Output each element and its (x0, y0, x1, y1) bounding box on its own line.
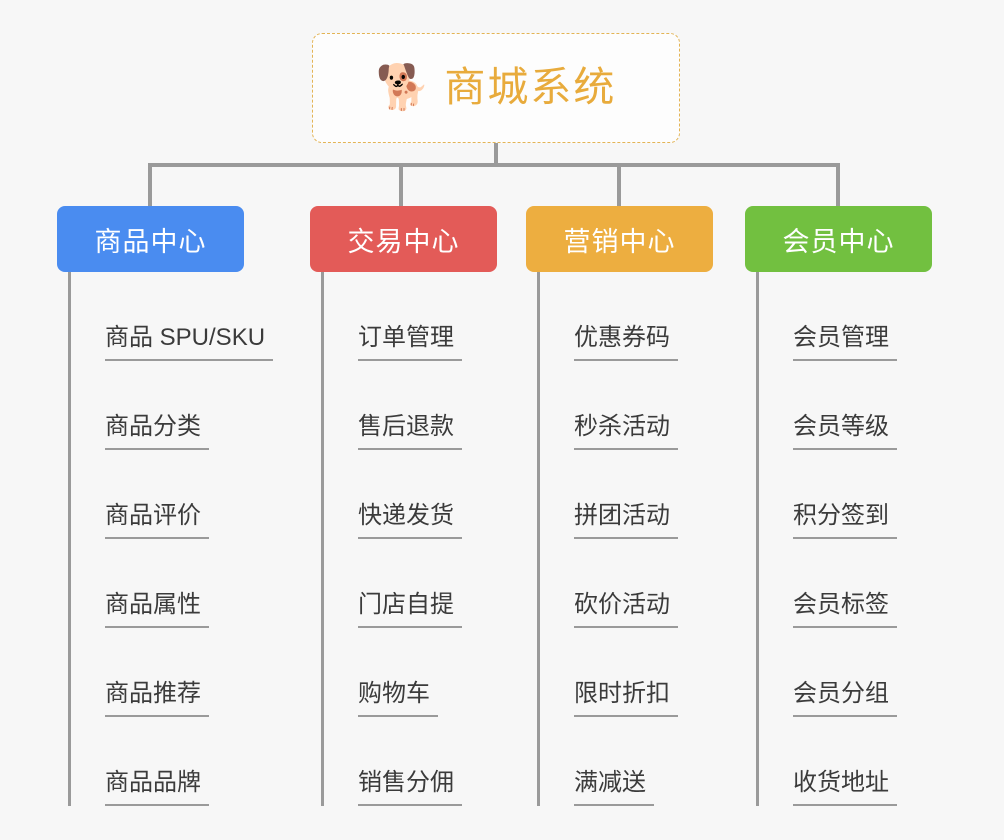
leaf-item[interactable]: 拼团活动 (540, 450, 678, 539)
leaf-label: 订单管理 (358, 323, 462, 361)
category-box-1[interactable]: 交易中心 (310, 206, 497, 272)
category-node-3[interactable]: 会员中心 (745, 206, 932, 272)
leaf-label: 会员等级 (793, 412, 897, 450)
leaf-label: 商品属性 (105, 590, 209, 628)
leaf-item[interactable]: 积分签到 (759, 450, 897, 539)
leaf-item[interactable]: 收货地址 (759, 717, 897, 806)
leaf-list-1: 订单管理 售后退款 快递发货 门店自提 购物车 销售分佣 (321, 272, 462, 806)
leaf-item[interactable]: 砍价活动 (540, 539, 678, 628)
category-box-3[interactable]: 会员中心 (745, 206, 932, 272)
leaf-item[interactable]: 商品分类 (71, 361, 273, 450)
leaf-item[interactable]: 会员管理 (759, 272, 897, 361)
root-node[interactable]: 🐕 商城系统 (312, 33, 680, 143)
leaf-label: 购物车 (358, 679, 438, 717)
leaf-list-0: 商品 SPU/SKU 商品分类 商品评价 商品属性 商品推荐 商品品牌 (68, 272, 274, 806)
leaf-item[interactable]: 会员分组 (759, 628, 897, 717)
leaf-list-2: 优惠券码 秒杀活动 拼团活动 砍价活动 限时折扣 满减送 (537, 272, 678, 806)
root-title: 商城系统 (444, 64, 617, 111)
leaf-label: 积分签到 (793, 501, 897, 539)
leaf-label: 快递发货 (358, 501, 462, 539)
leaf-label: 会员标签 (793, 590, 897, 628)
connector-drop-2 (617, 163, 621, 208)
leaf-item[interactable]: 商品评价 (71, 450, 273, 539)
leaf-item[interactable]: 门店自提 (324, 539, 462, 628)
leaf-label: 会员管理 (793, 323, 897, 361)
leaf-item[interactable]: 商品品牌 (71, 717, 273, 806)
leaf-label: 销售分佣 (358, 768, 462, 806)
leaf-label: 拼团活动 (574, 501, 678, 539)
leaf-label: 商品评价 (105, 501, 209, 539)
connector-drop-3 (836, 163, 840, 208)
leaf-item[interactable]: 商品 SPU/SKU (71, 272, 274, 361)
leaf-label: 优惠券码 (574, 323, 678, 361)
leaf-item[interactable]: 购物车 (324, 628, 462, 717)
category-box-2[interactable]: 营销中心 (526, 206, 713, 272)
leaf-item[interactable]: 满减送 (540, 717, 678, 806)
category-node-1[interactable]: 交易中心 (310, 206, 497, 272)
leaf-label: 商品推荐 (105, 679, 209, 717)
category-box-0[interactable]: 商品中心 (57, 206, 244, 272)
leaf-label: 商品 SPU/SKU (105, 323, 274, 361)
leaf-item[interactable]: 商品属性 (71, 539, 273, 628)
leaf-label: 售后退款 (358, 412, 462, 450)
connector-drop-0 (148, 163, 152, 208)
leaf-label: 限时折扣 (574, 679, 678, 717)
leaf-item[interactable]: 秒杀活动 (540, 361, 678, 450)
leaf-label: 砍价活动 (574, 590, 678, 628)
connector-trunk-bar (148, 163, 840, 167)
leaf-label: 收货地址 (793, 768, 897, 806)
leaf-label: 门店自提 (358, 590, 462, 628)
shiba-dog-face-icon: 🐕 (375, 63, 431, 112)
leaf-label: 秒杀活动 (574, 412, 678, 450)
leaf-item[interactable]: 商品推荐 (71, 628, 273, 717)
leaf-label: 商品分类 (105, 412, 209, 450)
leaf-label: 商品品牌 (105, 768, 209, 806)
leaf-item[interactable]: 会员标签 (759, 539, 897, 628)
connector-root-stem (494, 143, 498, 166)
leaf-item[interactable]: 快递发货 (324, 450, 462, 539)
leaf-item[interactable]: 售后退款 (324, 361, 462, 450)
connector-drop-1 (399, 163, 403, 208)
category-node-2[interactable]: 营销中心 (526, 206, 713, 272)
leaf-item[interactable]: 限时折扣 (540, 628, 678, 717)
leaf-item[interactable]: 销售分佣 (324, 717, 462, 806)
leaf-label: 会员分组 (793, 679, 897, 717)
category-node-0[interactable]: 商品中心 (57, 206, 244, 272)
leaf-list-3: 会员管理 会员等级 积分签到 会员标签 会员分组 收货地址 (756, 272, 897, 806)
leaf-item[interactable]: 优惠券码 (540, 272, 678, 361)
leaf-item[interactable]: 订单管理 (324, 272, 462, 361)
leaf-item[interactable]: 会员等级 (759, 361, 897, 450)
leaf-label: 满减送 (574, 768, 654, 806)
